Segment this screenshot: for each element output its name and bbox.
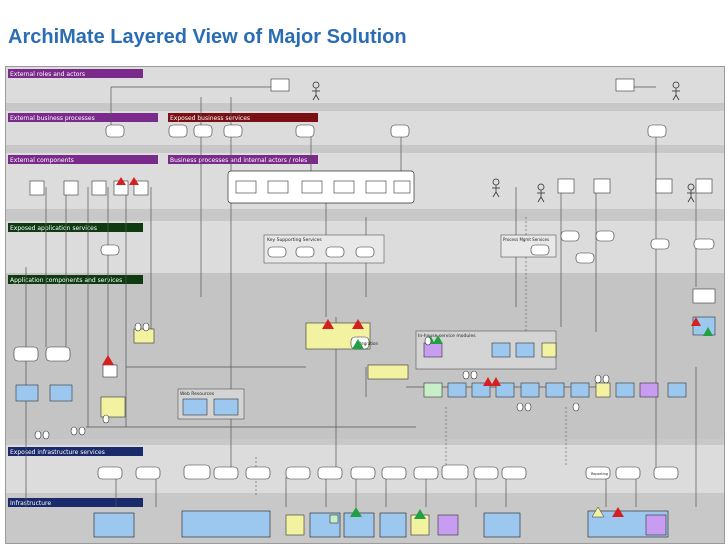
warning-triangle-green (350, 507, 362, 517)
warning-triangle-green (352, 339, 364, 349)
actor-icon (687, 183, 695, 203)
warning-triangle-red (491, 377, 501, 386)
layer-header-infrastructure (8, 498, 143, 507)
layer-header-roles (8, 69, 143, 78)
web-resources-label: Web Resources (180, 391, 215, 397)
page-title: ArchiMate Layered View of Major Solution (8, 26, 407, 48)
layer-header-processes (8, 113, 158, 122)
infrastructure-node-yellow (285, 514, 430, 536)
layer-label-infrastructure: Infrastructure (10, 500, 51, 507)
warning-triangle-red (483, 377, 493, 386)
process-arrows (235, 180, 411, 194)
layer-header-app-services (8, 223, 143, 232)
warning-triangle-red (612, 507, 624, 517)
layer-label-components: External components (10, 157, 74, 164)
warning-triangle-green (414, 509, 426, 519)
actor-icon (537, 183, 545, 203)
archimate-diagram: External roles and actors External busin… (5, 66, 725, 544)
layer-label-roles: External roles and actors (10, 71, 85, 78)
layer-label-app-services: Exposed application services (10, 225, 97, 232)
web-resource-component (15, 384, 239, 416)
layer-header-app-components (8, 275, 143, 284)
actor-icon (492, 178, 500, 198)
header-exposed-business-services (168, 113, 318, 122)
header-business-processes (168, 155, 318, 164)
layer-label-infra-services: Exposed infrastructure services (10, 449, 105, 456)
app-component-white (692, 288, 716, 304)
warning-triangle-red (352, 319, 364, 329)
layer-header-infra-services (8, 447, 143, 456)
diagram-canvas: External roles and actors External busin… (6, 67, 724, 543)
integration-label: Integration (356, 341, 379, 346)
internal-role-boxes (557, 178, 713, 194)
infrastructure-node-mint (329, 514, 339, 524)
label-exposed-business-services: Exposed business services (170, 115, 250, 122)
process-mgmt-services-label: Process Mgmt Services (503, 237, 549, 242)
interface-circles (34, 322, 610, 440)
app-service-boxes (100, 230, 715, 264)
warning-triangle-red (691, 317, 701, 326)
layer-label-processes: External business processes (10, 115, 95, 122)
warning-triangle-red (102, 355, 114, 365)
role-boxes (105, 78, 667, 138)
warning-triangle-yellow (591, 506, 605, 518)
infra-service-boxes (97, 464, 679, 480)
warning-triangle-red (322, 319, 334, 329)
warning-triangle-red (116, 177, 126, 185)
lilac-component (423, 342, 659, 398)
layer-header-components (8, 155, 158, 164)
mint-component (423, 382, 443, 398)
in-house-yellow-component (541, 342, 557, 358)
label-business-processes: Business processes and internal actors /… (170, 157, 307, 164)
in-house-service-label: In-house service modules (418, 333, 476, 339)
warning-triangle-green (703, 327, 713, 336)
actor-icon (312, 81, 320, 101)
warning-triangle-red (129, 177, 139, 185)
key-supporting-services-label: Key Supporting Services (267, 237, 322, 243)
reporting-label: Reporting (591, 472, 608, 476)
actor-icon (672, 81, 680, 101)
infrastructure-node-lilac (437, 514, 667, 536)
warning-triangle-green (433, 335, 443, 344)
